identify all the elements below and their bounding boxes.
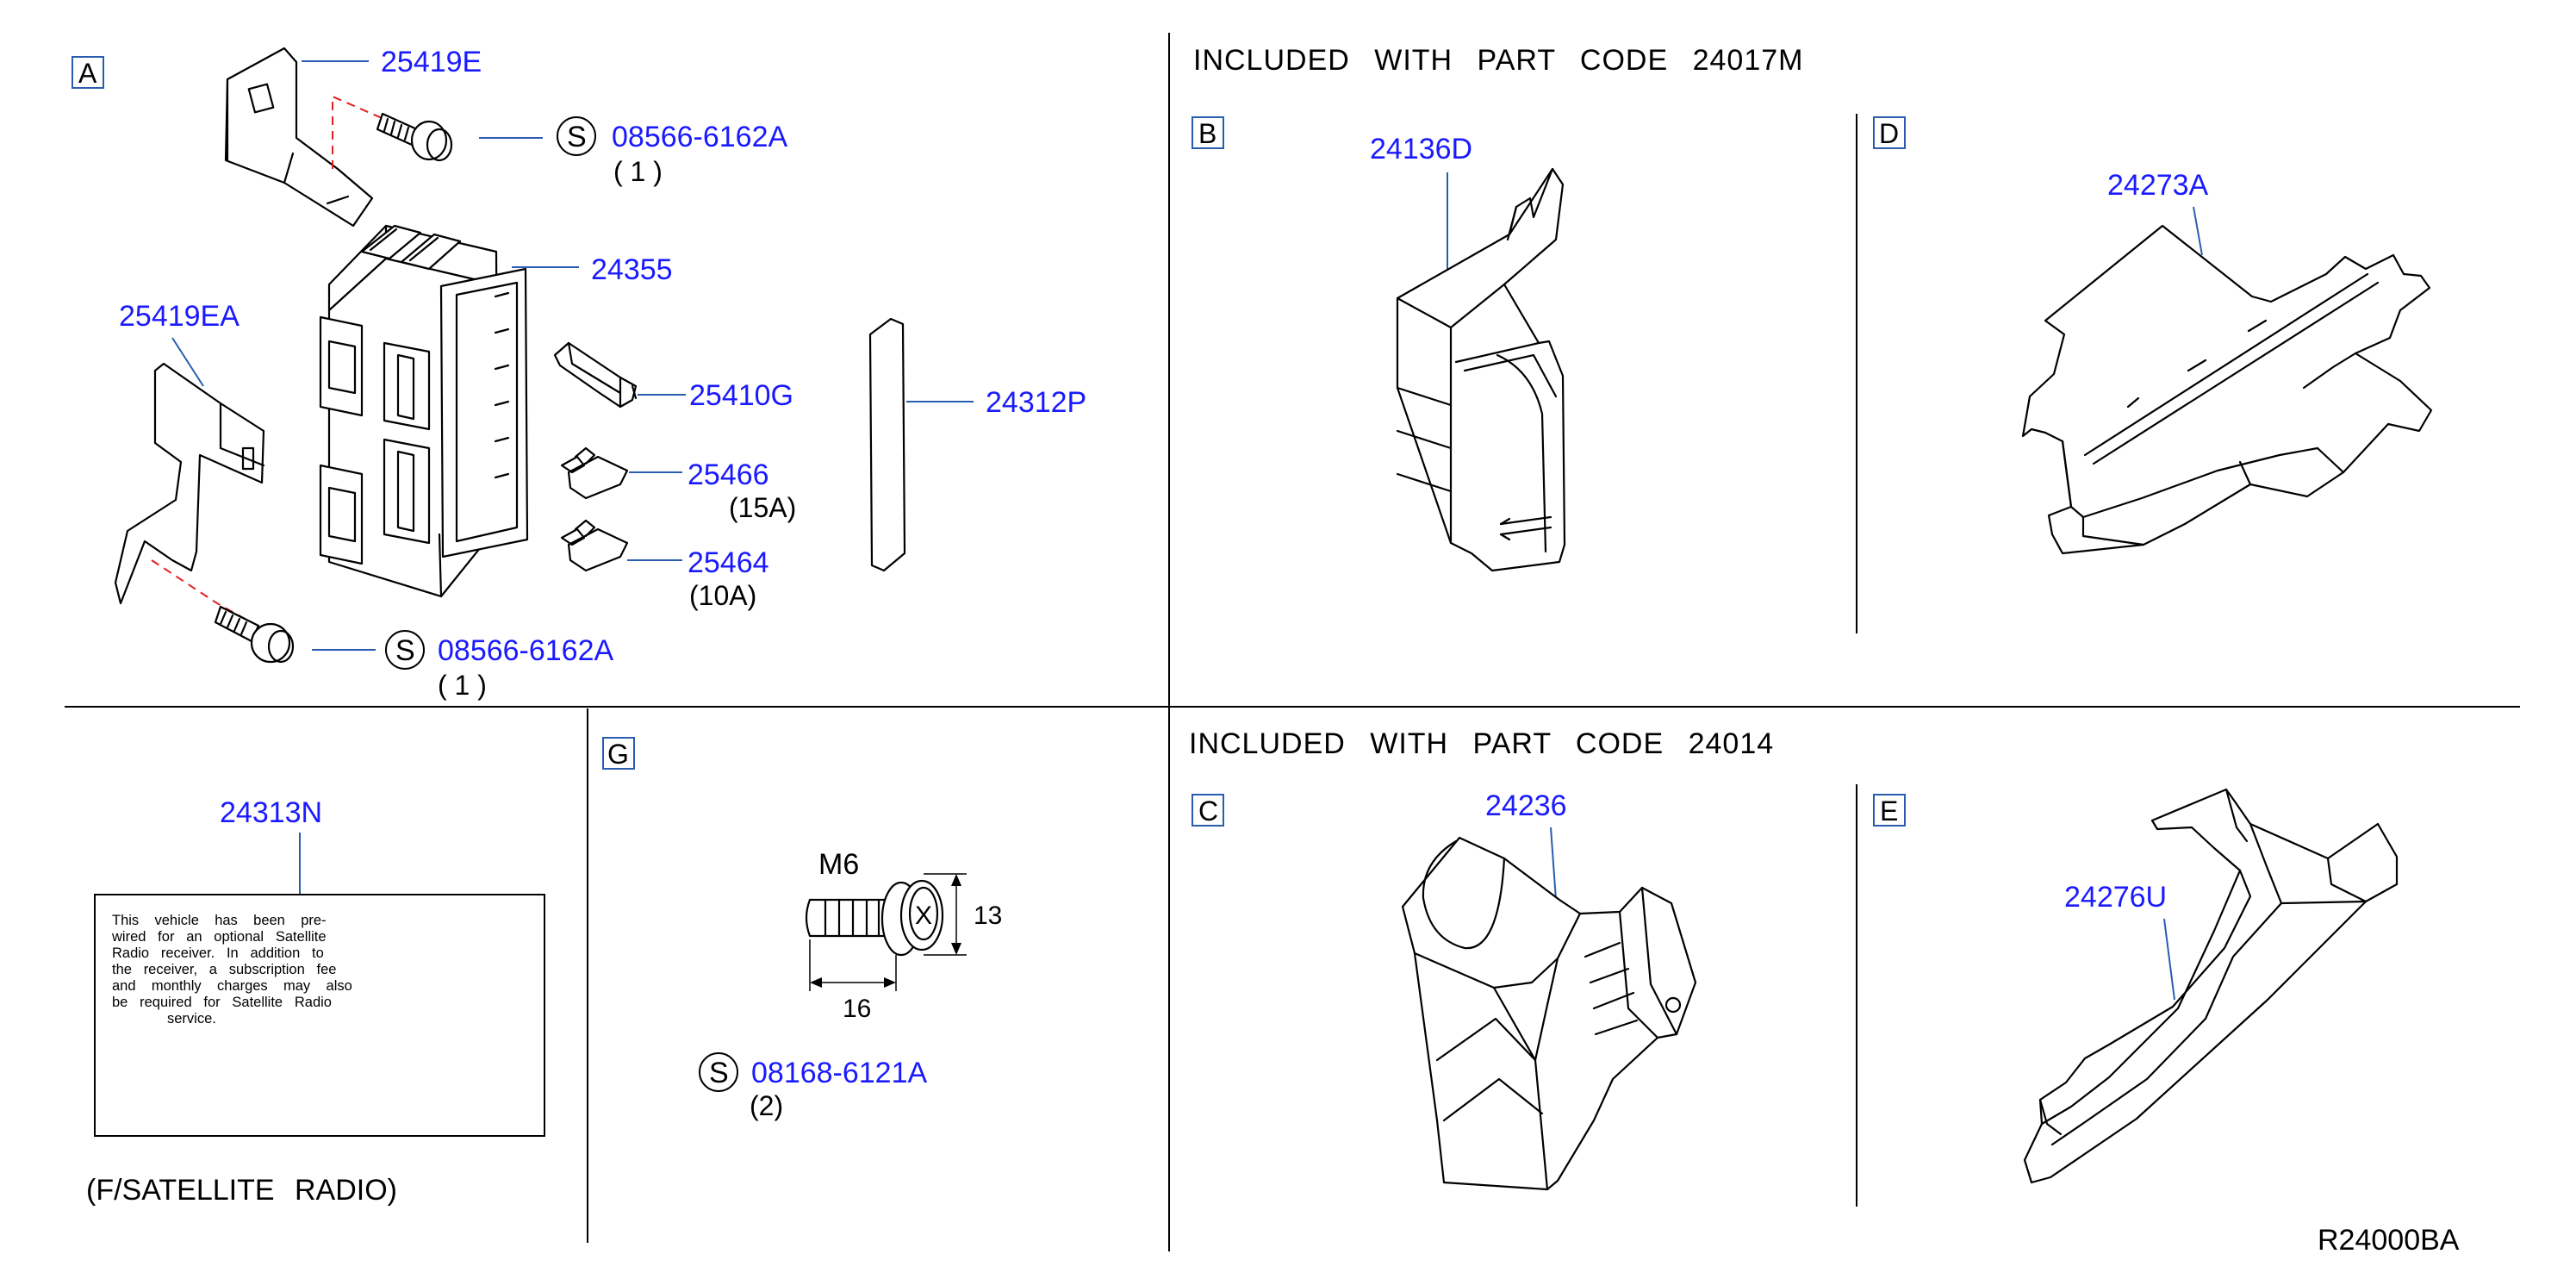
satellite-radio-label-drawing: This vehicle has been pre- wired for an …: [94, 894, 545, 1137]
svg-text:B: B: [1198, 118, 1216, 149]
section-box-g: G: [602, 737, 635, 770]
bracket-bolt-alignment-line-top: [332, 95, 389, 169]
header-top: INCLUDED WITH PART CODE 24017M: [1193, 44, 1803, 77]
panel-24276u-drawing: [2023, 788, 2399, 1184]
label-line-6: be required for Satellite Radio: [112, 995, 332, 1010]
bolt-top-drawing: [376, 112, 453, 162]
fuse-25466-drawing: [560, 446, 629, 500]
junction-box-24355-drawing: [319, 224, 529, 598]
part-number-25466: 25466: [688, 459, 769, 491]
leader-25419ea: [171, 337, 204, 387]
leader-24273a: [2193, 206, 2203, 256]
svg-text:S: S: [395, 634, 415, 667]
dimension-13: 13: [924, 873, 1002, 956]
part-number-24312p: 24312P: [986, 386, 1086, 419]
part-number-08566-bottom: 08566-6162A: [438, 634, 614, 667]
relay-25410g-drawing: [553, 341, 638, 409]
note-25464: (10A): [689, 580, 756, 611]
svg-text:S: S: [709, 1057, 729, 1089]
part-number-25419e: 25419E: [381, 46, 482, 78]
part-number-25419ea: 25419EA: [119, 300, 240, 333]
svg-text:C: C: [1198, 795, 1218, 827]
quantity-08566-bottom: ( 1 ): [438, 670, 487, 701]
fuse-25464-drawing: [560, 519, 629, 572]
svg-text:A: A: [78, 58, 97, 89]
svg-text:S: S: [567, 121, 587, 153]
label-line-2: wired for an optional Satellite: [111, 929, 327, 945]
section-box-d: D: [1873, 116, 1906, 149]
svg-text:E: E: [1880, 795, 1898, 827]
bolt-head-mark: X: [915, 902, 932, 930]
section-box-a: A: [72, 56, 104, 89]
bolt-thread-spec: M6: [818, 848, 859, 881]
bolt-bottom-drawing: [214, 605, 295, 664]
section-box-e: E: [1873, 794, 1906, 827]
standard-part-symbol-g: S: [699, 1052, 738, 1092]
satellite-radio-caption: (F/SATELLITE RADIO): [86, 1174, 397, 1207]
part-number-24236: 24236: [1485, 789, 1567, 822]
dimension-16-label: 16: [843, 995, 871, 1023]
header-bottom: INCLUDED WITH PART CODE 24014: [1189, 727, 1774, 760]
part-number-25464: 25464: [688, 546, 769, 579]
dimension-13-label: 13: [974, 902, 1002, 930]
label-line-7: service.: [167, 1011, 216, 1026]
bracket-bolt-alignment-line-bottom: [151, 559, 249, 621]
part-number-25410g: 25410G: [689, 379, 793, 412]
duct-24136d-drawing: [1396, 167, 1566, 572]
part-number-24355: 24355: [591, 253, 673, 286]
diagram-code: R24000BA: [2318, 1224, 2460, 1257]
standard-part-symbol-bottom: S: [385, 630, 425, 670]
label-24312p-drawing: [868, 317, 906, 572]
leader-24236: [1550, 827, 1557, 901]
label-line-3: Radio receiver. In addition to: [112, 945, 324, 961]
panel-24273a-drawing: [2021, 224, 2433, 555]
leader-24276u: [2163, 918, 2175, 1001]
section-box-c: C: [1192, 794, 1224, 827]
part-number-08168: 08168-6121A: [751, 1057, 928, 1089]
part-number-24136d: 24136D: [1370, 133, 1472, 165]
part-number-24273a: 24273A: [2107, 169, 2209, 202]
label-line-5: and monthly charges may also: [112, 978, 352, 994]
part-number-08566-top: 08566-6162A: [612, 121, 788, 153]
bracket-25419e-drawing: [224, 47, 374, 228]
note-25466: (15A): [729, 492, 796, 523]
section-box-b: B: [1192, 116, 1224, 149]
label-line-4: the receiver, a subscription fee: [112, 962, 336, 977]
standard-part-symbol-top: S: [557, 116, 596, 156]
bolt-g-drawing: X: [805, 879, 944, 957]
quantity-08168: (2): [750, 1090, 783, 1121]
quantity-08566-top: ( 1 ): [613, 156, 663, 187]
part-number-24313n: 24313N: [220, 796, 322, 829]
dimension-16: 16: [809, 939, 897, 1023]
svg-text:D: D: [1879, 118, 1899, 149]
label-line-1: This vehicle has been pre-: [112, 913, 327, 928]
duct-24236-drawing: [1401, 836, 1697, 1191]
part-number-24276u: 24276U: [2064, 881, 2167, 914]
svg-text:G: G: [607, 739, 629, 770]
bracket-25419ea-drawing: [114, 362, 265, 605]
